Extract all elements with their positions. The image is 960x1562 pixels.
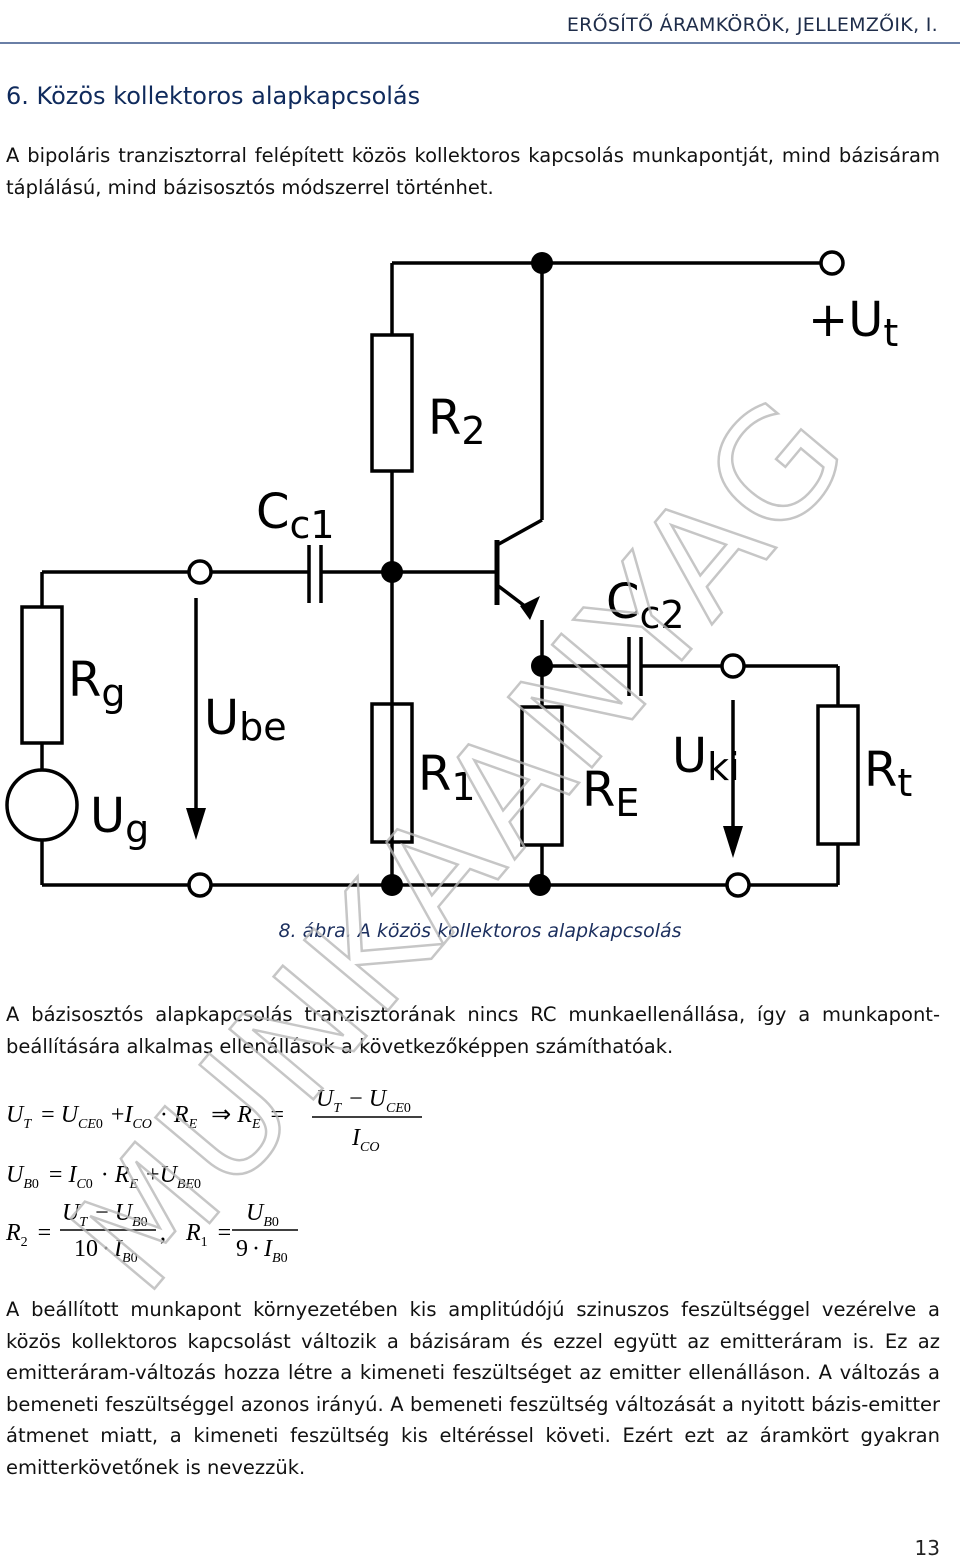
- calc-paragraph: A bázisosztós alapkapcsolás tranzisztorá…: [6, 1003, 940, 1058]
- ube-arrow: [186, 808, 206, 840]
- emitter-arrow: [520, 596, 540, 620]
- equation-re: UT=UCE0+ICO·RE⇒RE= UT−UCE0 ICO: [6, 1086, 422, 1155]
- r1-resistor: [370, 702, 414, 844]
- svg-text:UT−UCE0: UT−UCE0: [316, 1086, 411, 1116]
- cc1-label: Cc1: [256, 484, 335, 547]
- explanation-paragraph: A beállított munkapont környezetében kis…: [6, 1298, 940, 1479]
- cc2-label: Cc2: [606, 574, 685, 637]
- svg-text:UT=UCE0+ICO·RE⇒RE=: UT=UCE0+ICO·RE⇒RE=: [6, 1102, 284, 1132]
- svg-text:,: ,: [160, 1220, 166, 1246]
- ube-label: Ube: [204, 690, 287, 749]
- page-number: 13: [914, 1536, 940, 1560]
- svg-text:ICO: ICO: [351, 1125, 379, 1155]
- svg-text:9·IB0: 9·IB0: [236, 1236, 288, 1266]
- input-ground-terminal: [187, 872, 213, 898]
- svg-text:UT−UB0: UT−UB0: [62, 1200, 148, 1230]
- ug-label: Ug: [90, 788, 149, 851]
- svg-text:R2=: R2=: [5, 1220, 51, 1250]
- figure-caption: 8. ábra. A közös kollektoros alapkapcsol…: [278, 920, 682, 942]
- output-terminal: [720, 653, 746, 679]
- re-resistor: [520, 705, 564, 847]
- r2-label: R2: [428, 390, 486, 453]
- uki-arrow: [723, 826, 743, 858]
- rg-resistor: [20, 605, 64, 745]
- rt-resistor: [816, 704, 860, 846]
- svg-text:UB0: UB0: [246, 1200, 279, 1230]
- r1-label: R1: [418, 746, 476, 809]
- input-terminal: [187, 559, 213, 585]
- running-header: ERŐSÍTŐ ÁRAMKÖRÖK, JELLEMZŐIK, I.: [566, 14, 938, 36]
- output-ground-terminal: [725, 872, 751, 898]
- equation-r2-r1: R2= UT−UB0 10·IB0 , R1= UB0 9·IB0: [5, 1200, 298, 1266]
- rg-label: Rg: [68, 652, 125, 715]
- r2-resistor: [370, 333, 414, 473]
- re-label: RE: [582, 762, 639, 825]
- supply-label: +Ut: [808, 292, 898, 355]
- ug-source: [5, 768, 79, 842]
- uki-label: Uki: [672, 728, 740, 789]
- svg-text:UB0=IC0·RE+UBE0: UB0=IC0·RE+UBE0: [6, 1162, 201, 1192]
- supply-terminal: [819, 250, 845, 276]
- rt-label: Rt: [864, 742, 912, 805]
- svg-text:R1=: R1=: [185, 1220, 231, 1250]
- circuit-diagram: +Ut R2 Cc1 Cc2 Rg Ube Ug R1 RE Uki Rt: [5, 250, 912, 898]
- header-rule: [0, 42, 960, 44]
- equation-ub0: UB0=IC0·RE+UBE0: [6, 1162, 201, 1192]
- intro-paragraph: A bipoláris tranzisztorral felépített kö…: [6, 144, 940, 199]
- svg-text:10·IB0: 10·IB0: [74, 1236, 138, 1266]
- section-title: 6. Közös kollektoros alapkapcsolás: [6, 82, 421, 110]
